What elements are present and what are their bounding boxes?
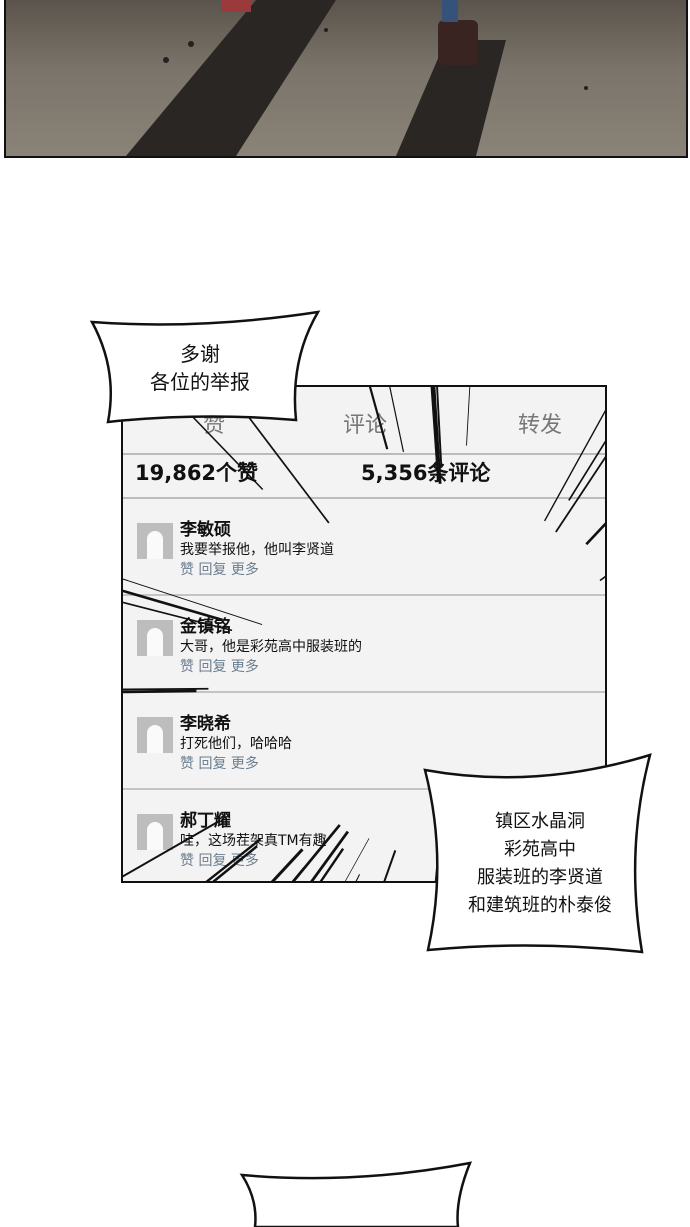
comment-actions[interactable]: 赞 回复 更多 <box>180 659 259 675</box>
comment-count: 5,356条评论 <box>361 461 491 485</box>
speech-text-right: 镇区水晶洞 彩苑高中 服装班的李贤道 和建筑班的朴泰俊 <box>440 808 640 920</box>
speed-line <box>555 456 605 533</box>
comment-actions[interactable]: 赞 回复 更多 <box>180 756 259 772</box>
speed-line <box>355 874 361 881</box>
speed-line <box>123 819 221 878</box>
speed-line <box>389 387 405 452</box>
speed-line <box>310 830 350 881</box>
speed-line <box>585 522 605 546</box>
speed-line <box>205 838 262 881</box>
speed-line <box>123 687 209 691</box>
comment-item: 李敏硕 我要举报他，他叫李贤道 赞 回复 更多 <box>123 499 605 596</box>
speed-line <box>291 824 341 881</box>
speed-line <box>543 410 605 522</box>
speech-bubble-bottom <box>239 1161 473 1227</box>
speed-line <box>436 387 443 468</box>
comment-item: 金镇铭 大哥，他是彩苑高中服装班的 赞 回复 更多 <box>123 596 605 693</box>
avatar <box>137 814 173 850</box>
speed-line <box>212 845 258 881</box>
speech-line: 多谢 <box>180 342 220 366</box>
speed-line <box>123 689 197 694</box>
like-count: 19,862个赞 <box>135 461 259 485</box>
comment-text: 打死他们，哈哈哈 <box>180 736 292 752</box>
comment-author: 李敏硕 <box>180 520 231 540</box>
speed-line <box>466 387 471 446</box>
comment-text: 哇，这场茬架真TM有趣 <box>180 833 327 849</box>
speech-line: 彩苑高中 <box>504 839 576 860</box>
speed-line <box>568 440 605 501</box>
speed-lines <box>123 387 605 881</box>
avatar <box>137 523 173 559</box>
comment-text: 我要举报他，他叫李贤道 <box>180 542 334 558</box>
speech-line: 镇区水晶洞 <box>495 811 585 832</box>
stats-bar <box>123 453 605 499</box>
avatar <box>137 717 173 753</box>
speed-line <box>430 387 440 481</box>
speed-line <box>432 387 442 484</box>
comment-author: 郝丁耀 <box>180 811 231 831</box>
speed-line <box>162 387 264 491</box>
speed-line <box>434 858 438 881</box>
speed-line <box>224 387 330 524</box>
comment-item: 李晓希 打死他们，哈哈哈 赞 回复 更多 <box>123 693 605 790</box>
speech-line: 各位的举报 <box>150 370 250 394</box>
comment-author: 李晓希 <box>180 714 231 734</box>
comment-actions[interactable]: 赞 回复 更多 <box>180 562 259 578</box>
speech-text-top: 多谢 各位的举报 <box>110 340 290 396</box>
comment-author: 金镇铭 <box>180 617 231 637</box>
speed-line <box>345 838 370 881</box>
avatar <box>137 620 173 656</box>
speed-line <box>123 589 224 622</box>
comment-text: 大哥，他是彩苑高中服装班的 <box>180 639 362 655</box>
speed-line <box>123 601 233 632</box>
speed-line <box>368 387 389 450</box>
street-scene-illustration <box>126 0 588 156</box>
speech-line: 服装班的李贤道 <box>477 867 603 888</box>
tab-share[interactable]: 转发 <box>518 413 563 438</box>
speed-line <box>123 578 263 626</box>
speech-line: 和建筑班的朴泰俊 <box>468 895 612 916</box>
comic-panel-top <box>4 0 688 158</box>
comment-item: 郝丁耀 哇，这场茬架真TM有趣 赞 回复 更多 <box>123 790 605 881</box>
